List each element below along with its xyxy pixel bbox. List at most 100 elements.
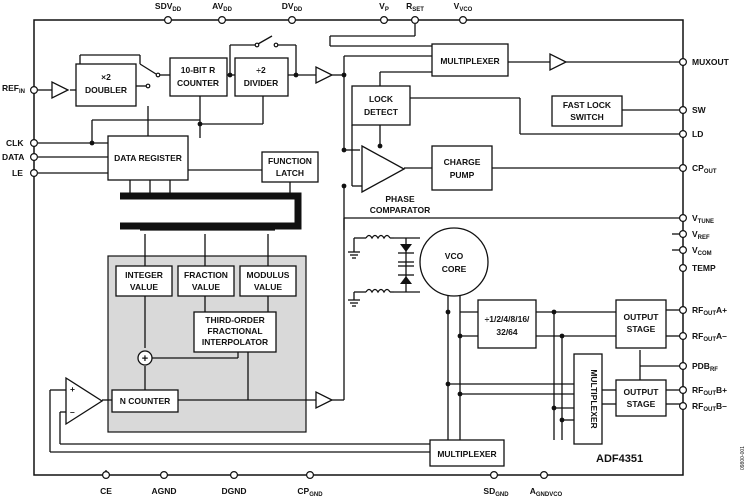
pin-ld [678,130,687,139]
part-number: ADF4351 [596,453,643,465]
fraction-value-label-2: VALUE [192,282,221,292]
output-stage-a-block: OUTPUT STAGE [615,299,667,349]
pin-label-rfoutap: RFOUTA+ [692,305,727,317]
lock-detect-block: LOCK DETECT [351,85,411,126]
pin-label-cpgnd: CPGND [297,486,323,498]
multiplexer-top: MULTIPLEXER [431,43,509,77]
phase-comparator: PHASE COMPARATOR [361,144,430,215]
n-counter-block: N COUNTER [111,389,179,413]
pin-label-cpout: CPOUT [692,163,717,175]
data-register-block: DATA REGISTER [107,135,189,181]
vco-feedback-buffer [315,390,334,410]
integer-value-label-2: VALUE [130,282,159,292]
pin-label-sdgnd: SDGND [483,486,509,498]
fast-lock-switch-block: FAST LOCK SWITCH [551,95,623,127]
output-stage-b-label-1: OUTPUT [624,387,660,397]
pin-label-vcom: VCOM [692,245,712,257]
summer-symbol: + [142,353,148,365]
pin-label-rfoutbp: RFOUTB+ [692,385,727,397]
data-bus [120,192,302,231]
function-latch-label-1: FUNCTION [268,156,312,166]
top-pins: SDVDD AVDD DVDD VP RSET VVCO [155,1,473,25]
doubler-switch [136,63,161,89]
pin-sdvdd [164,16,173,25]
pin-rfoutbm [678,402,687,411]
pin-cpgnd [306,471,315,480]
pin-label-avdd: AVDD [212,1,233,13]
lock-detect-label-1: LOCK [369,94,394,104]
third-order-interpolator-block: THIRD-ORDER FRACTIONAL INTERPOLATOR [193,311,277,353]
pin-label-vp: VP [379,1,389,13]
left-pins: REFIN CLK DATA LE [2,83,39,178]
pin-label-sw: SW [692,105,707,115]
multiplexer-top-label: MULTIPLEXER [440,56,499,66]
fast-lock-label-2: SWITCH [570,112,604,122]
bottom-pins: CE AGND DGND CPGND SDGND AGNDVCO [100,471,563,498]
pin-vref [678,230,687,239]
doubler-label-2: DOUBLER [85,85,127,95]
pin-ce [101,471,110,480]
pin-sw [678,105,687,114]
pin-data [30,153,39,162]
pin-cpout [678,164,687,173]
feedback-amp-plus: + [70,384,75,394]
pin-avdd [218,16,227,25]
pin-label-temp: TEMP [692,263,716,273]
multiplexer-bottom: MULTIPLEXER [429,439,505,467]
pin-label-vvco: VVCO [454,1,473,13]
modulus-value-label-1: MODULUS [247,270,290,280]
pin-label-dvdd: DVDD [282,1,303,13]
refin-buffer [51,80,70,100]
pin-sdgnd [490,471,499,480]
integer-value-label-1: INTEGER [125,270,163,280]
fraction-value-label-1: FRACTION [184,270,228,280]
data-register-label: DATA REGISTER [114,153,182,163]
integer-value-block: INTEGER VALUE [115,265,173,297]
charge-pump-label-1: CHARGE [444,157,481,167]
pin-label-data: DATA [2,152,24,162]
pin-agndvco [539,471,548,480]
interpolator-label-2: FRACTIONAL [207,326,262,336]
output-stage-a-label-1: OUTPUT [624,312,660,322]
interpolator-label-1: THIRD-ORDER [205,315,265,325]
pin-rfoutam [678,332,687,341]
multiplexer-bottom-label: MULTIPLEXER [437,449,496,459]
modulus-value-label-2: VALUE [254,282,283,292]
pin-label-ce: CE [100,486,112,496]
pin-label-rset: RSET [406,1,424,13]
phase-comparator-label-2: COMPARATOR [370,205,430,215]
vco-core-label-1: VCO [445,251,464,261]
output-divider-label-2: 32/64 [496,327,518,337]
function-latch-block: FUNCTION LATCH [261,151,319,183]
feedback-amplifier: + – [65,376,104,426]
multiplexer-vertical: MULTIPLEXER [573,353,603,445]
pin-muxout [678,57,687,66]
pin-label-dgnd: DGND [221,486,246,496]
vco-core-label-2: CORE [442,264,467,274]
pin-clk [30,139,39,148]
pin-le [30,169,39,178]
pin-label-refin: REFIN [2,83,25,95]
output-stage-a-label-2: STAGE [627,324,656,334]
pin-pdbrf [678,362,687,371]
divider-block: ÷2 DIVIDER [234,57,289,97]
vco-core: VCO CORE [419,227,489,297]
vco-tank [348,234,414,307]
doubler-block: ×2 DOUBLER [75,63,137,107]
interpolator-label-3: INTERPOLATOR [202,337,268,347]
pin-label-agnd: AGND [151,486,176,496]
r-counter-block: 10-BIT R COUNTER [169,57,228,97]
pin-label-pdbrf: PDBRF [692,361,718,373]
pin-label-sdvdd: SDVDD [155,1,182,13]
function-latch-label-2: LATCH [276,168,304,178]
divider-label-2: DIVIDER [244,78,278,88]
pin-temp [678,264,687,273]
lock-detect-label-2: DETECT [364,107,399,117]
fast-lock-label-1: FAST LOCK [563,100,612,110]
signal-wires [38,20,680,475]
phase-comparator-label-1: PHASE [385,194,415,204]
pin-agnd [160,471,169,480]
modulus-value-block: MODULUS VALUE [239,265,297,297]
feedback-amp-minus: – [70,407,75,417]
